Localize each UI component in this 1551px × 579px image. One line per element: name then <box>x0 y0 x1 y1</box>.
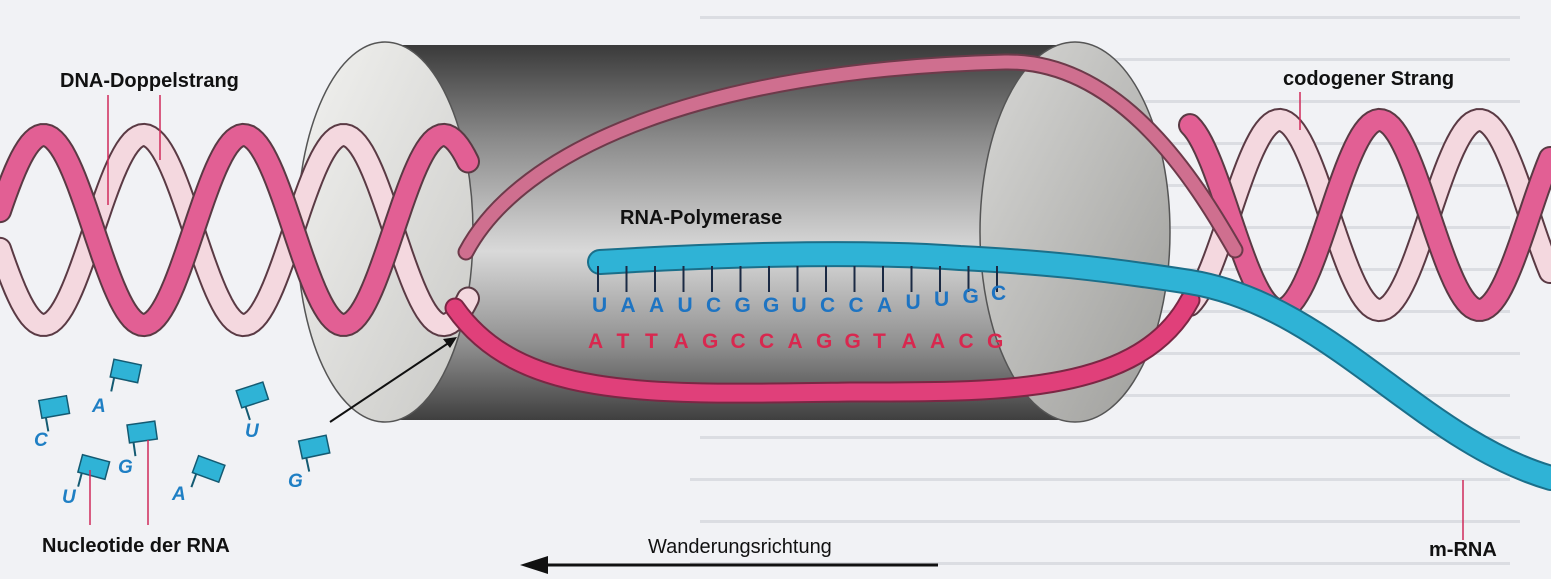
nucleotide-body <box>192 456 224 482</box>
nucleotide-body <box>299 435 330 458</box>
rna-base-letter: U <box>906 291 921 314</box>
dna-base-letter: A <box>902 330 917 353</box>
free-nucleotides: C A U G A U G <box>34 359 333 508</box>
dna-base-letter: A <box>588 330 603 353</box>
dna-base-letter: T <box>617 330 630 353</box>
nucleotide <box>299 435 333 472</box>
dna-base-letter: A <box>674 330 689 353</box>
direction-arrow-head <box>520 556 548 574</box>
rna-base-letter: A <box>621 294 636 317</box>
nucleotide <box>236 382 273 421</box>
dna-base-letter: G <box>845 330 861 353</box>
nucleotide-letter: A <box>171 484 186 505</box>
nucleotide-stem <box>111 378 114 392</box>
dna-base-letter: C <box>731 330 746 353</box>
dna-base-letter: G <box>702 330 718 353</box>
rna-base-letter: U <box>934 288 949 311</box>
rna-base-letter: U <box>678 294 693 317</box>
nucleotide-stem <box>306 458 309 472</box>
rna-base-letter: G <box>763 294 779 317</box>
nucleotide-letter: C <box>34 430 48 451</box>
rna-base-letter: G <box>735 294 751 317</box>
dna-base-letter: G <box>816 330 832 353</box>
dna-base-letter: C <box>759 330 774 353</box>
nucleotide-stem <box>133 442 135 456</box>
nucleotide <box>188 456 225 496</box>
nucleotide-letter: U <box>62 487 77 508</box>
rna-base-letter: U <box>792 294 807 317</box>
nucleotide-body <box>127 421 157 443</box>
dna-base-letter: T <box>645 330 658 353</box>
nucleotide-stem <box>246 407 250 420</box>
nucleotide-body <box>39 396 70 419</box>
label-nucleotides: Nucleotide der RNA <box>42 535 230 557</box>
nucleotide-body <box>78 455 110 480</box>
rna-base-letter: G <box>963 285 979 308</box>
nucleotide-body <box>236 382 268 408</box>
nucleotide-letter: G <box>118 457 133 478</box>
nucleotide-stem <box>191 474 196 487</box>
rna-base-letter: A <box>877 294 892 317</box>
dna-base-letter: A <box>930 330 945 353</box>
rna-base-letter: C <box>706 294 721 317</box>
dna-base-letter: G <box>987 330 1003 353</box>
nucleotide <box>39 396 72 432</box>
label-rna-polymerase: RNA-Polymerase <box>620 207 782 229</box>
dna-base-letter: T <box>873 330 886 353</box>
rna-base-letter: C <box>820 294 835 317</box>
rna-base-letter: C <box>991 282 1006 305</box>
nucleotide-letter: G <box>288 471 303 492</box>
nucleotide <box>74 455 109 493</box>
nucleotide-stem <box>78 473 82 487</box>
rna-base-letter: A <box>649 294 664 317</box>
dna-base-letter: A <box>788 330 803 353</box>
nucleotide <box>107 359 141 396</box>
label-direction: Wanderungsrichtung <box>648 536 832 558</box>
nucleotide-body <box>110 359 141 382</box>
label-dna-double-strand: DNA-Doppelstrang <box>60 70 239 92</box>
nucleotide-letter: A <box>91 396 106 417</box>
label-codogenic-strand: codogener Strang <box>1283 68 1454 90</box>
nucleotide <box>127 421 159 457</box>
nucleotide-letter: U <box>245 421 260 442</box>
label-mrna: m-RNA <box>1429 539 1497 561</box>
cylinder-right-cap <box>980 42 1170 422</box>
rna-base-letter: C <box>849 294 864 317</box>
rna-base-letter: U <box>592 294 607 317</box>
dna-base-letter: C <box>959 330 974 353</box>
